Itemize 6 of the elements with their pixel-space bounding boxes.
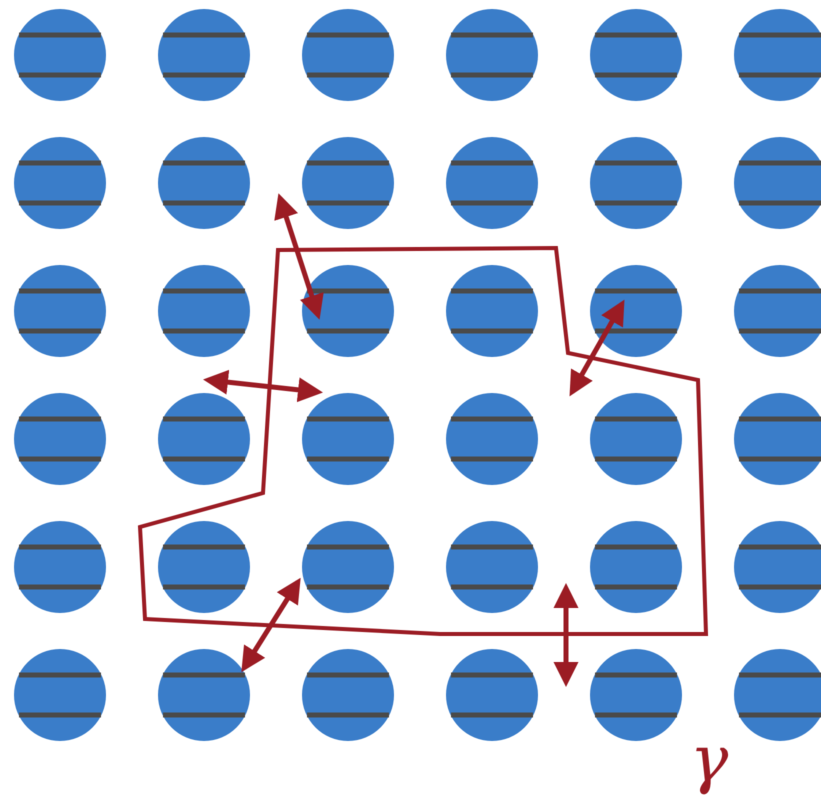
double-arrow (554, 583, 578, 687)
double-arrow (203, 370, 323, 402)
double-arrow (241, 578, 301, 672)
boundary-label: γ (690, 728, 728, 792)
double-arrow (274, 193, 324, 320)
double-arrow (570, 300, 624, 396)
